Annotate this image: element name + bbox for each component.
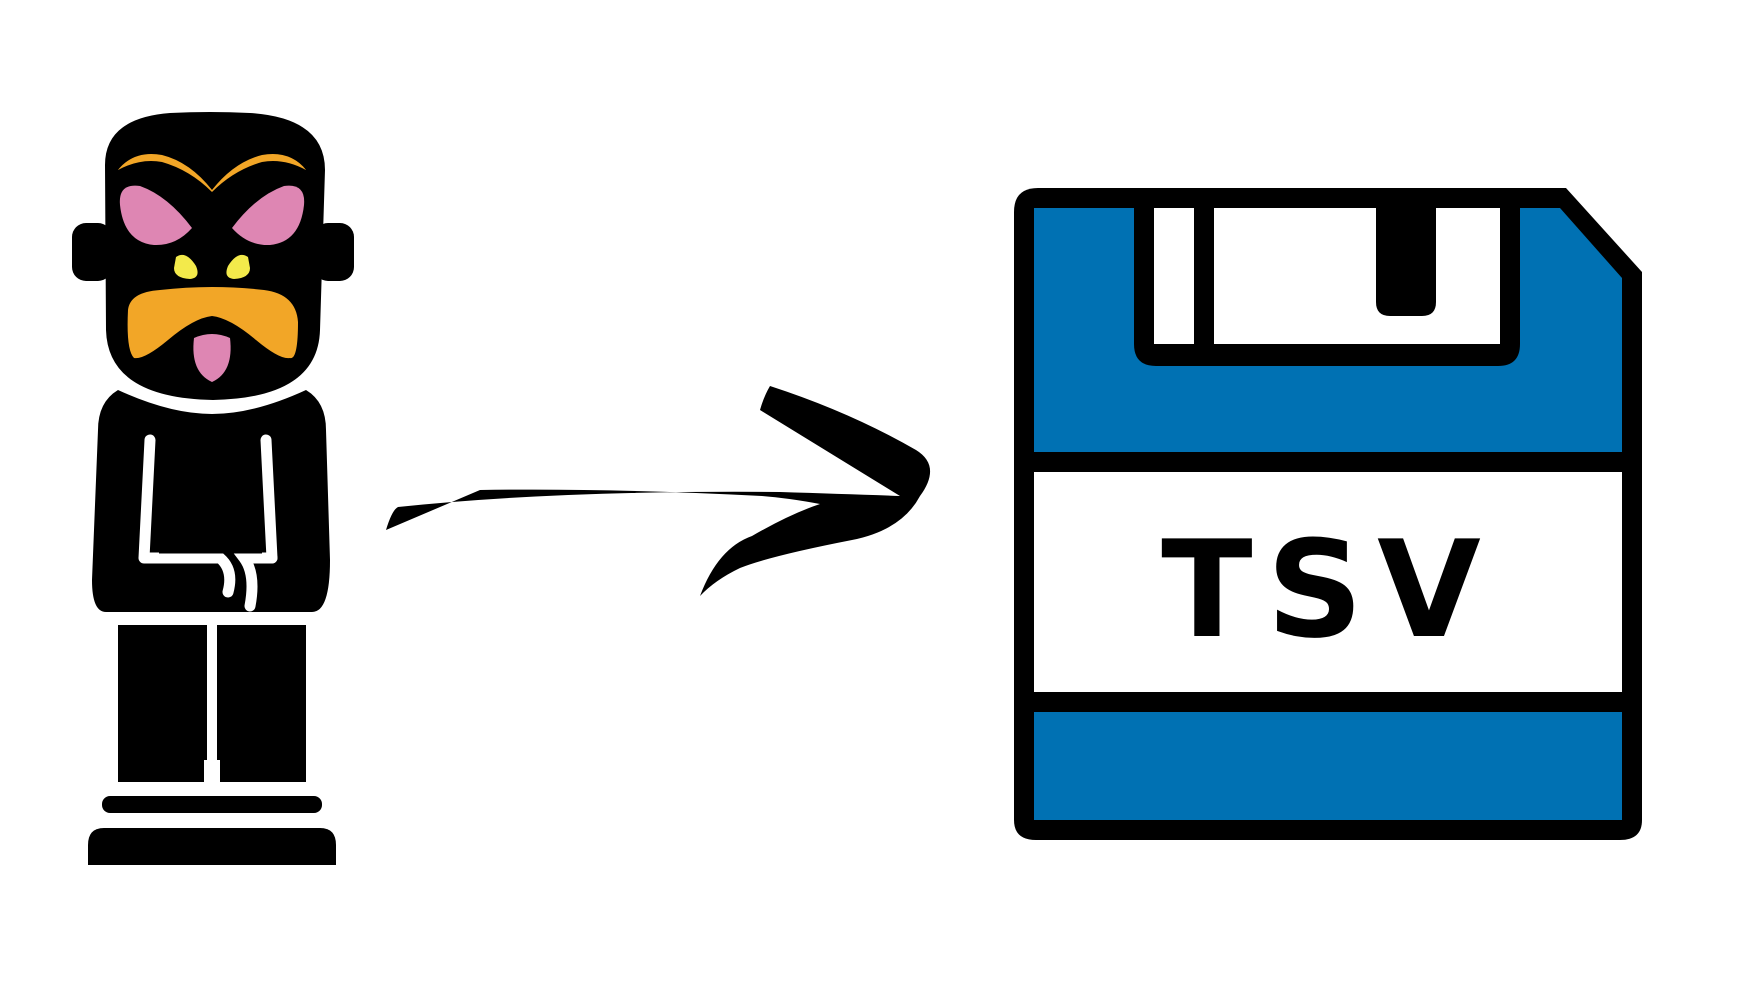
tiki-body — [92, 390, 330, 612]
floppy-shutter-slot — [1376, 205, 1436, 316]
tiki-right-eye — [232, 185, 305, 246]
floppy-disk-icon: TSV — [1014, 188, 1642, 840]
floppy-shutter-window-right — [1214, 208, 1500, 344]
arrow-body — [386, 386, 931, 596]
tiki-base-bottom — [88, 828, 336, 865]
floppy-shutter-window-left — [1154, 208, 1194, 344]
tiki-tongue — [193, 334, 231, 382]
tiki-left-leg — [118, 625, 204, 782]
tiki-left-ear — [72, 223, 112, 281]
tiki-right-ear — [314, 223, 354, 281]
floppy-label-text: TSV — [1161, 512, 1495, 668]
tiki-mouth — [127, 287, 298, 359]
tiki-brow-fill — [118, 154, 306, 192]
tiki-right-leg — [220, 625, 306, 782]
tiki-arms — [138, 434, 278, 598]
tiki-left-nostril — [174, 254, 198, 279]
floppy-label-area — [1034, 472, 1622, 692]
floppy-bottom-blue — [1034, 712, 1622, 820]
tiki-left-eye — [119, 185, 192, 246]
tiki-base-top — [102, 796, 322, 813]
tiki-right-nostril — [226, 254, 250, 279]
tiki-right-hand — [233, 552, 278, 612]
tiki-statue-icon — [72, 112, 354, 865]
arrow-right-icon — [386, 386, 931, 596]
